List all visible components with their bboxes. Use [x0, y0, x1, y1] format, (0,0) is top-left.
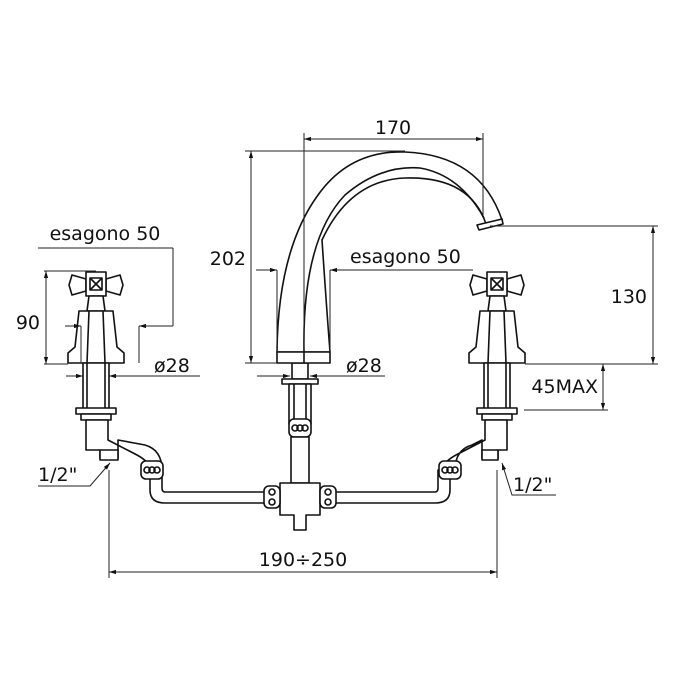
dim-center-distance-label: 190÷250: [259, 549, 347, 571]
dim-handle-hex: esagono 50: [38, 223, 174, 363]
dim-spout-hex: esagono 50: [256, 246, 473, 352]
dim-left-thread: 1/2": [38, 462, 111, 487]
left-handle-valve: [67, 271, 164, 480]
dim-45max: 45MAX: [524, 364, 608, 411]
dim-45max-label: 45MAX: [531, 376, 598, 398]
spout-body: [263, 151, 504, 531]
dim-spout-diameter-label: ø28: [346, 355, 382, 377]
dim-170-label: 170: [375, 117, 411, 139]
dim-handle-hex-label: esagono 50: [50, 223, 161, 245]
right-pipe: [329, 469, 451, 504]
dim-right-thread-label: 1/2": [513, 474, 552, 496]
dim-170: 170: [303, 117, 484, 350]
dim-130-label: 130: [611, 286, 647, 308]
dim-right-thread: 1/2": [501, 462, 556, 496]
dim-90: 90: [16, 270, 96, 365]
dim-center-distance: 190÷250: [108, 470, 498, 578]
dim-handle-diameter-label: ø28: [154, 355, 190, 377]
left-pipe: [149, 469, 271, 504]
dim-spout-diameter: ø28: [257, 355, 385, 379]
dim-130: 130: [490, 225, 658, 365]
dim-202: 202: [210, 150, 405, 364]
right-handle-valve: [438, 271, 526, 480]
dim-202-label: 202: [210, 248, 246, 270]
dim-90-label: 90: [16, 312, 40, 334]
dim-spout-hex-label: esagono 50: [350, 246, 461, 268]
dim-left-thread-label: 1/2": [38, 464, 77, 486]
dim-handle-diameter: ø28: [66, 355, 200, 379]
